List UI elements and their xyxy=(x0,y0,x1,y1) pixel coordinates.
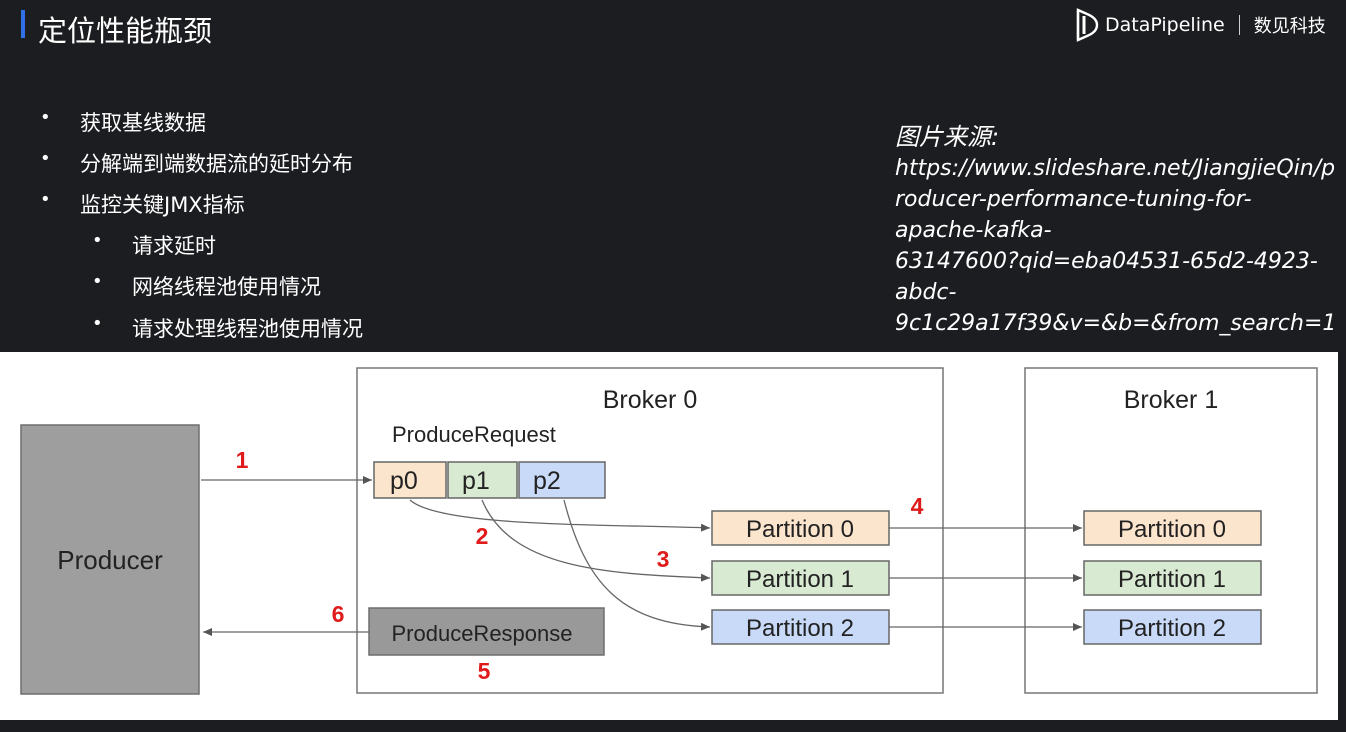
step-number-4: 4 xyxy=(911,493,924,519)
broker1-partition1-label: Partition 1 xyxy=(1118,566,1226,593)
step-number-2: 2 xyxy=(476,523,489,549)
produce-response-label: ProduceResponse xyxy=(391,621,572,646)
arrow-p0-to-partition0 xyxy=(409,499,711,532)
source-url-line[interactable]: https://www.slideshare.net/JiangjieQin/p xyxy=(895,156,1336,181)
arrow-p1-to-partition1 xyxy=(481,499,711,582)
producer-box xyxy=(20,424,200,695)
request-p2-box xyxy=(518,461,606,499)
source-url-line[interactable]: 63147600?qid=eba04531-65d2-4923- xyxy=(895,249,1318,274)
brand: DataPipeline 数见科技 xyxy=(1075,8,1326,42)
page-title: 定位性能瓶颈 xyxy=(38,14,213,48)
source-url-line[interactable]: apache-kafka- xyxy=(895,218,1052,243)
produce-response-box xyxy=(368,607,605,656)
broker1-partition1-box xyxy=(1083,560,1262,596)
datapipeline-logo-icon xyxy=(1076,8,1099,42)
request-p2-label: p2 xyxy=(533,467,561,495)
brand-name: DataPipeline xyxy=(1105,14,1225,36)
diagram-canvas: Producer Broker 0 Broker 1 ProduceReques… xyxy=(20,367,1318,695)
source-url-line[interactable]: roducer-performance-tuning-for- xyxy=(895,187,1252,212)
request-p1-box xyxy=(447,461,518,499)
step-number-1: 1 xyxy=(236,447,249,473)
source-url-line[interactable]: abdc- xyxy=(895,280,957,305)
brand-cn: 数见科技 xyxy=(1253,16,1326,37)
broker1-label: Broker 1 xyxy=(1124,386,1218,414)
image-source: 图片来源: https://www.slideshare.net/Jiangji… xyxy=(895,122,1337,339)
title-accent-bar xyxy=(21,10,25,38)
brand-separator xyxy=(1238,15,1240,35)
request-p0-box xyxy=(373,461,447,499)
kafka-produce-diagram: Producer Broker 0 Broker 1 ProduceReques… xyxy=(0,352,1338,720)
broker1-partition0-box xyxy=(1083,510,1262,546)
broker1-partition0-label: Partition 0 xyxy=(1118,516,1226,543)
produce-request-label: ProduceRequest xyxy=(392,422,556,447)
broker0-partition0-label: Partition 0 xyxy=(746,516,854,543)
broker0-partition0-box xyxy=(711,510,890,546)
broker0-partition2-box xyxy=(711,609,890,645)
step-number-6: 6 xyxy=(332,601,345,627)
producer-label: Producer xyxy=(57,545,163,575)
source-url-line[interactable]: 9c1c29a17f39&v=&b=&from_search=1 xyxy=(895,311,1337,336)
source-label: 图片来源: xyxy=(895,123,1000,151)
arrow-p2-to-partition2 xyxy=(563,499,711,631)
broker1-partition2-label: Partition 2 xyxy=(1118,615,1226,642)
broker1-partition2-box xyxy=(1083,609,1262,645)
request-p0-label: p0 xyxy=(390,467,418,495)
step-number-5: 5 xyxy=(478,658,491,684)
broker0-label: Broker 0 xyxy=(603,386,697,414)
broker0-partition2-label: Partition 2 xyxy=(746,615,854,642)
broker0-partition1-label: Partition 1 xyxy=(746,566,854,593)
step-number-3: 3 xyxy=(657,546,670,572)
request-p1-label: p1 xyxy=(462,467,490,495)
